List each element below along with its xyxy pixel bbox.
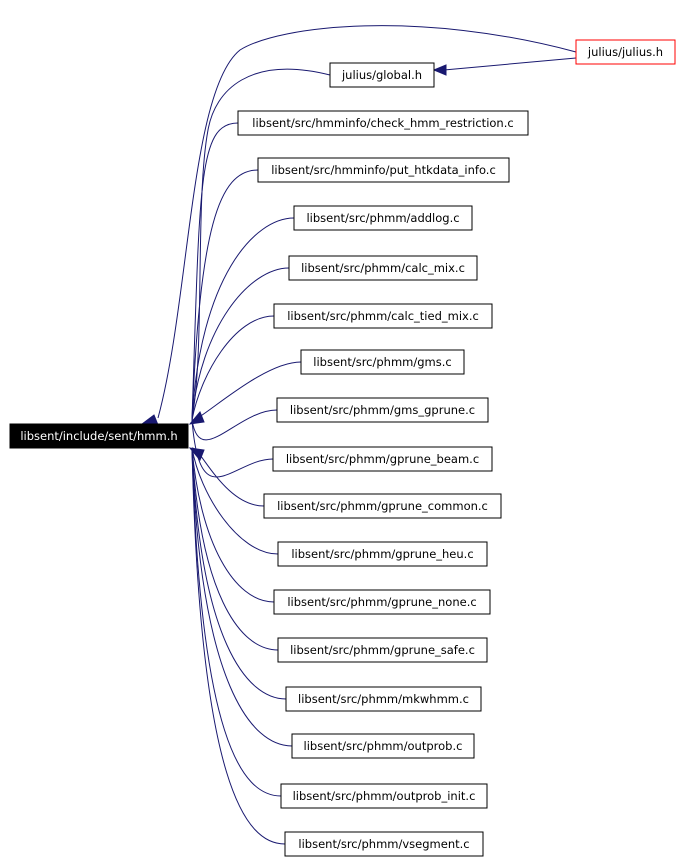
edge-gprune-safe-c (191, 447, 279, 651)
node-calc-mix-c-label: libsent/src/phmm/calc_mix.c (301, 261, 465, 275)
node-vsegment-c[interactable]: libsent/src/phmm/vsegment.c (284, 831, 484, 857)
edge-gms-gprune-c (191, 409, 278, 441)
node-root[interactable]: libsent/include/sent/hmm.h (9, 423, 189, 449)
node-gms-gprune-c-label: libsent/src/phmm/gms_gprune.c (290, 403, 475, 417)
node-mkwhmm-c-label: libsent/src/phmm/mkwhmm.c (298, 692, 469, 706)
node-gprune-safe-c-label: libsent/src/phmm/gprune_safe.c (290, 643, 475, 657)
edge-check-hmm-restriction-c (191, 122, 239, 421)
node-calc-tied-mix-c-label: libsent/src/phmm/calc_tied_mix.c (287, 309, 479, 323)
node-check-hmm-restriction-c-label: libsent/src/hmminfo/check_hmm_restrictio… (252, 116, 513, 130)
node-gms-gprune-c[interactable]: libsent/src/phmm/gms_gprune.c (276, 397, 489, 423)
node-gprune-beam-c[interactable]: libsent/src/phmm/gprune_beam.c (272, 446, 493, 472)
node-julius-h[interactable]: julius/julius.h (575, 39, 676, 65)
node-outprob-c-label: libsent/src/phmm/outprob.c (304, 739, 463, 753)
node-gprune-none-c-label: libsent/src/phmm/gprune_none.c (287, 595, 476, 609)
edge-outprob-c (191, 447, 293, 747)
node-root-label: libsent/include/sent/hmm.h (20, 429, 177, 443)
edge-outprob-init-c (191, 447, 282, 797)
node-gprune-common-c[interactable]: libsent/src/phmm/gprune_common.c (263, 493, 502, 519)
edge-global-h-to-root (191, 68, 331, 419)
edge-gprune-none-c (191, 447, 275, 603)
node-mkwhmm-c[interactable]: libsent/src/phmm/mkwhmm.c (285, 686, 482, 712)
node-global-h[interactable]: julius/global.h (329, 62, 435, 88)
edge-calc-mix-c (191, 267, 290, 421)
edge-gprune-heu-c (191, 447, 279, 555)
node-put-htkdata-info-c[interactable]: libsent/src/hmminfo/put_htkdata_info.c (257, 157, 510, 183)
node-gms-c[interactable]: libsent/src/phmm/gms.c (300, 349, 465, 375)
edge-gprune-common-c (191, 447, 265, 507)
arrowhead-root-bottom (188, 447, 205, 461)
node-outprob-init-c-label: libsent/src/phmm/outprob_init.c (293, 789, 476, 803)
node-check-hmm-restriction-c[interactable]: libsent/src/hmminfo/check_hmm_restrictio… (237, 110, 529, 136)
node-gprune-heu-c[interactable]: libsent/src/phmm/gprune_heu.c (277, 541, 488, 567)
node-gprune-none-c[interactable]: libsent/src/phmm/gprune_none.c (273, 589, 491, 615)
node-outprob-c[interactable]: libsent/src/phmm/outprob.c (291, 733, 475, 759)
node-gprune-common-c-label: libsent/src/phmm/gprune_common.c (277, 499, 488, 513)
node-addlog-c[interactable]: libsent/src/phmm/addlog.c (293, 205, 473, 231)
node-calc-mix-c[interactable]: libsent/src/phmm/calc_mix.c (288, 255, 478, 281)
edge-gprune-beam-c (191, 419, 274, 478)
node-global-h-label: julius/global.h (341, 68, 422, 82)
arrowhead-root-top (188, 411, 205, 425)
edge-julius-h-to-global-h (443, 57, 577, 71)
node-put-htkdata-info-c-label: libsent/src/hmminfo/put_htkdata_info.c (271, 163, 496, 177)
includer-nodes: libsent/src/hmminfo/check_hmm_restrictio… (237, 110, 529, 857)
node-gprune-heu-c-label: libsent/src/phmm/gprune_heu.c (291, 547, 473, 561)
node-calc-tied-mix-c[interactable]: libsent/src/phmm/calc_tied_mix.c (273, 303, 493, 329)
node-gms-c-label: libsent/src/phmm/gms.c (313, 355, 451, 369)
node-julius-h-label: julius/julius.h (587, 45, 663, 59)
edge-calc-tied-mix-c (191, 315, 275, 421)
node-gprune-beam-c-label: libsent/src/phmm/gprune_beam.c (286, 452, 479, 466)
node-addlog-c-label: libsent/src/phmm/addlog.c (306, 211, 459, 225)
node-vsegment-c-label: libsent/src/phmm/vsegment.c (298, 837, 469, 851)
node-gprune-safe-c[interactable]: libsent/src/phmm/gprune_safe.c (277, 637, 488, 663)
edge-julius-h-to-root (157, 25, 577, 419)
edges-layer (140, 25, 577, 845)
node-outprob-init-c[interactable]: libsent/src/phmm/outprob_init.c (280, 783, 488, 809)
arrowhead-global-h (432, 64, 447, 76)
edge-vsegment-c (191, 447, 286, 845)
edge-put-htkdata-info-c (191, 169, 259, 421)
edge-mkwhmm-c (191, 447, 287, 700)
